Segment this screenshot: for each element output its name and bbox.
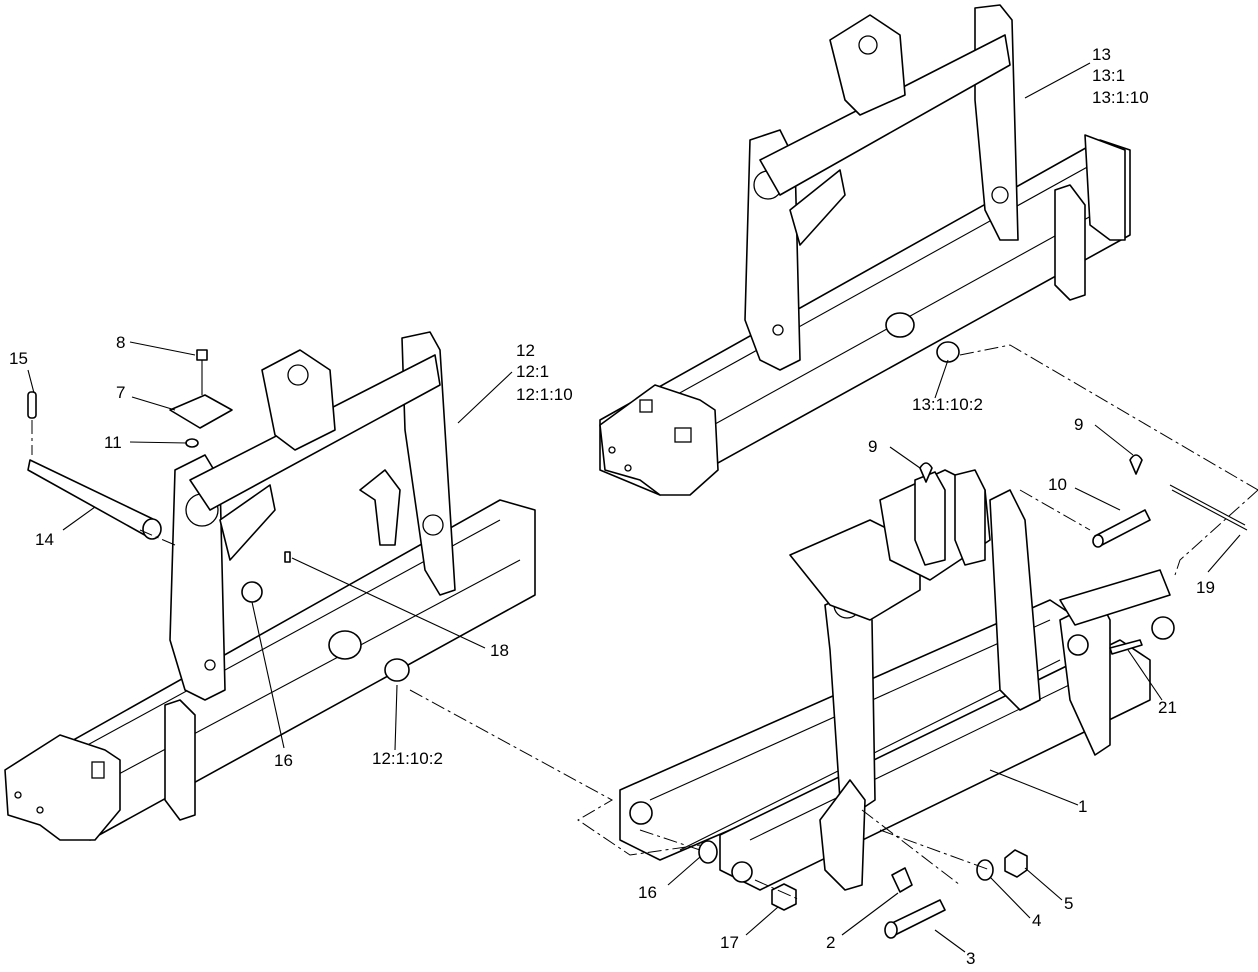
pin-14-and-hardware	[27, 349, 291, 563]
callout-12: 12	[516, 341, 535, 360]
callout-4: 4	[1032, 911, 1041, 930]
frame-assembly-12	[4, 331, 536, 841]
callout-12-1: 12:1	[516, 362, 549, 381]
callout-13-1: 13:1	[1092, 66, 1125, 85]
callout-11: 11	[104, 433, 122, 452]
callout-14: 14	[35, 530, 54, 549]
callout-13: 13	[1092, 45, 1111, 64]
callout-labels: 13 13:1 13:1:10 13:1:10:2 12 12:1 12:1:1…	[9, 45, 1215, 968]
callout-19: 19	[1196, 578, 1215, 597]
callout-9-right: 9	[1074, 415, 1083, 434]
callout-17: 17	[720, 933, 739, 952]
callout-18: 18	[490, 641, 509, 660]
leader-lines	[27, 62, 1241, 953]
callout-21: 21	[1158, 698, 1177, 717]
pins-and-hardware-right	[698, 454, 1248, 939]
callout-15: 15	[9, 349, 28, 368]
callout-3: 3	[966, 949, 975, 968]
callout-1: 1	[1078, 797, 1087, 816]
callout-5: 5	[1064, 894, 1073, 913]
callout-8: 8	[116, 333, 125, 352]
callout-9-left: 9	[868, 437, 877, 456]
callout-16-right: 16	[638, 883, 657, 902]
callout-7: 7	[116, 383, 125, 402]
alignment-lines	[31, 344, 1258, 901]
callout-13-1-10: 13:1:10	[1092, 88, 1149, 107]
callout-16-left: 16	[274, 751, 293, 770]
frame-assembly-13	[599, 4, 1131, 496]
callout-10: 10	[1048, 475, 1067, 494]
hitch-assembly-1	[619, 469, 1175, 891]
callout-12-1-10-2: 12:1:10:2	[372, 749, 443, 768]
callout-12-1-10: 12:1:10	[516, 385, 573, 404]
callout-13-1-10-2: 13:1:10:2	[912, 395, 983, 414]
callout-2: 2	[826, 933, 835, 952]
